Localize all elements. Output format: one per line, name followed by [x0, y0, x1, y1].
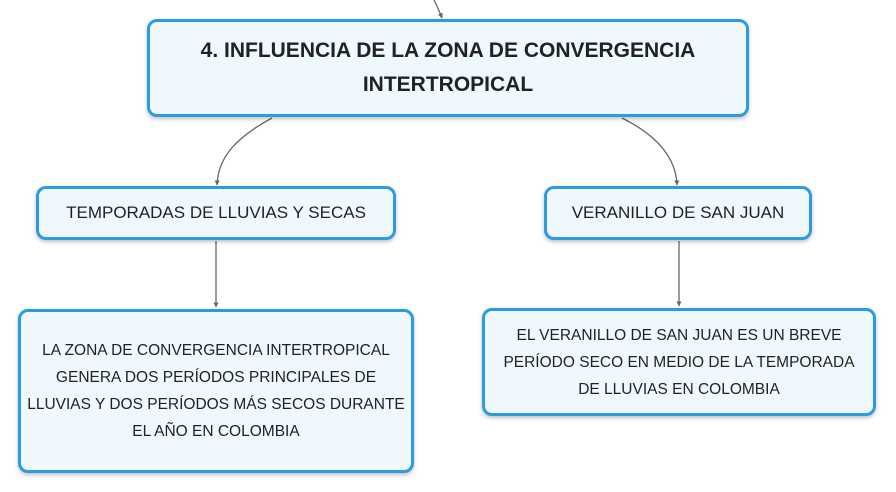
root-topic-title: 4. INFLUENCIA DE LA ZONA DE CONVERGENCIA…	[200, 39, 696, 96]
connector-root-to-left-topic	[214, 117, 273, 186]
detail-node-temporadas[interactable]: LA ZONA DE CONVERGENCIA INTERTROPICAL GE…	[18, 309, 414, 473]
topic-label-veranillo: VERANILLO DE SAN JUAN	[571, 203, 785, 222]
topic-label-temporadas: TEMPORADAS DE LLUVIAS Y SECAS	[66, 203, 366, 222]
topic-node-temporadas[interactable]: TEMPORADAS DE LLUVIAS Y SECAS	[36, 186, 396, 240]
detail-node-veranillo[interactable]: EL VERANILLO DE SAN JUAN ES UN BREVE PER…	[482, 308, 876, 416]
connector-incoming-root	[433, 0, 443, 19]
connector-root-to-right-topic	[621, 117, 680, 186]
detail-text-veranillo: EL VERANILLO DE SAN JUAN ES UN BREVE PER…	[503, 326, 855, 398]
topic-node-veranillo[interactable]: VERANILLO DE SAN JUAN	[544, 186, 812, 240]
root-topic-node[interactable]: 4. INFLUENCIA DE LA ZONA DE CONVERGENCIA…	[147, 19, 749, 117]
detail-text-temporadas: LA ZONA DE CONVERGENCIA INTERTROPICAL GE…	[27, 342, 405, 440]
